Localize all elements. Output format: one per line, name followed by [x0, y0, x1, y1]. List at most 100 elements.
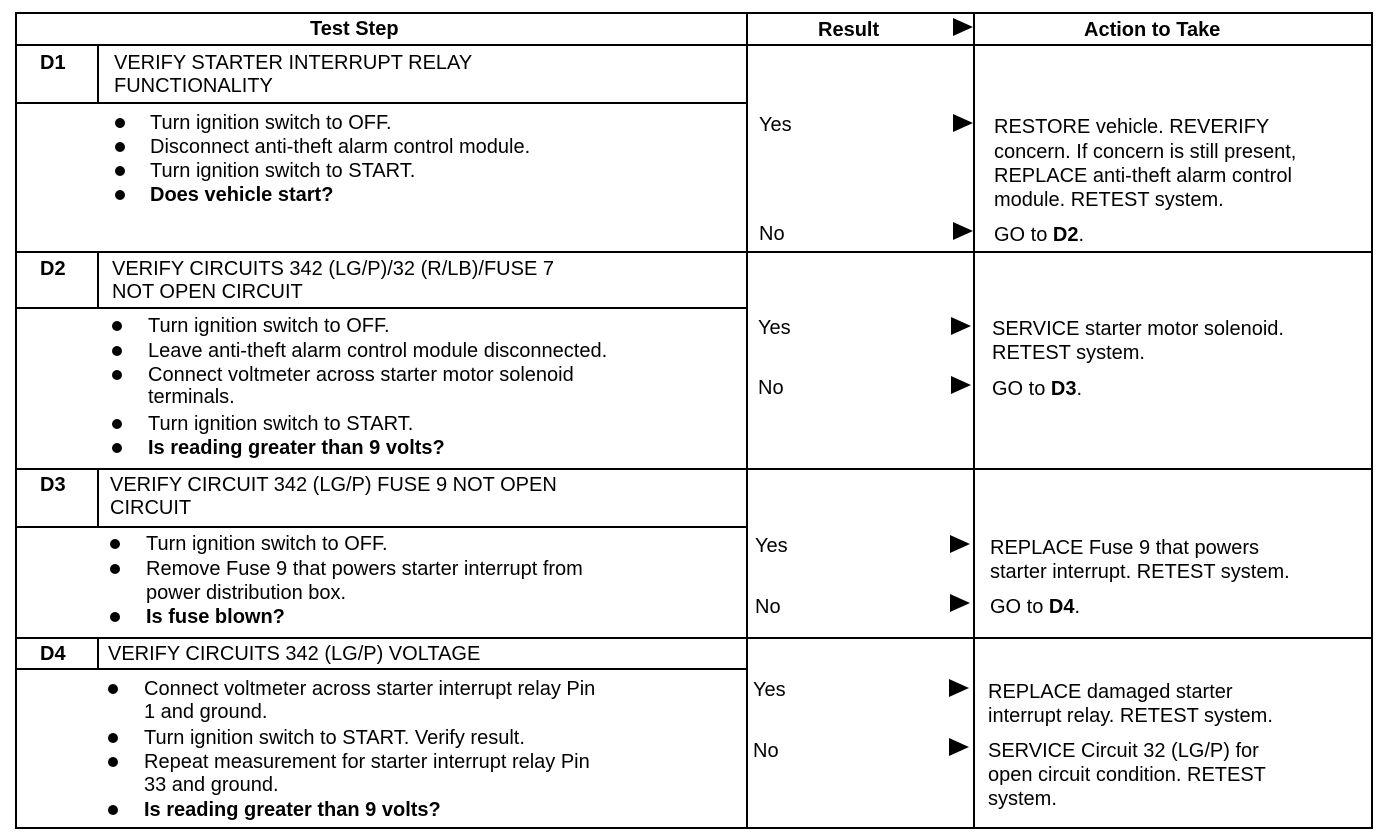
- header-action: Action to Take: [1084, 19, 1221, 41]
- bullet-icon: [108, 684, 118, 694]
- no-action-prefix: GO to: [990, 596, 1049, 618]
- bullet-icon: [112, 419, 122, 429]
- bullet-icon: [110, 564, 120, 574]
- header-divider: [15, 44, 1373, 46]
- yes-action-line: RESTORE vehicle. REVERIFY: [994, 116, 1270, 138]
- bullet-text: terminals.: [148, 386, 235, 408]
- bullet-text: Turn ignition switch to OFF.: [150, 112, 392, 134]
- bullet-text: Disconnect anti-theft alarm control modu…: [150, 136, 531, 158]
- bullet-icon: [112, 321, 122, 331]
- bullet-question: Is fuse blown?: [146, 606, 285, 628]
- goto-step-link: D4: [1048, 596, 1075, 618]
- step-divider-d4: [15, 637, 1373, 639]
- bullet-icon: [110, 612, 120, 622]
- step-id: D2: [40, 258, 66, 280]
- bullet-text: Turn ignition switch to START. Verify re…: [144, 727, 525, 749]
- yes-action-line: REPLACE Fuse 9 that powers: [990, 537, 1260, 559]
- bullet-icon: [110, 539, 120, 549]
- border-top: [15, 12, 1373, 14]
- result-no: No: [753, 740, 779, 762]
- title-divider-d4: [15, 668, 748, 670]
- bullet-icon: [115, 166, 125, 176]
- yes-action-line: starter interrupt. RETEST system.: [990, 561, 1290, 583]
- header-arrow-icon: [953, 18, 973, 36]
- no-action: GO to D4.: [990, 596, 1080, 619]
- bullet-icon: [112, 443, 122, 453]
- yes-arrow-icon: [951, 317, 971, 335]
- step-title-line: VERIFY CIRCUITS 342 (LG/P)/32 (R/LB)/FUS…: [112, 258, 554, 280]
- result-yes: Yes: [758, 317, 791, 339]
- step-title-line: VERIFY STARTER INTERRUPT RELAY: [114, 52, 473, 74]
- bullet-question: Does vehicle start?: [150, 184, 334, 206]
- step-divider-d2: [15, 251, 1373, 253]
- no-arrow-icon: [950, 594, 970, 612]
- bullet-text: power distribution box.: [146, 582, 347, 604]
- yes-arrow-icon: [950, 535, 970, 553]
- bullet-text: 33 and ground.: [144, 774, 279, 796]
- result-no: No: [758, 377, 784, 399]
- step-id: D1: [40, 52, 66, 74]
- result-yes: Yes: [753, 679, 786, 701]
- no-action-suffix: .: [1078, 224, 1085, 246]
- bullet-text: Turn ignition switch to START.: [150, 160, 416, 182]
- no-action-line: open circuit condition. RETEST: [988, 764, 1266, 786]
- no-action-suffix: .: [1074, 596, 1081, 618]
- bullet-icon: [115, 118, 125, 128]
- bullet-icon: [112, 370, 122, 380]
- no-action: GO to D3.: [992, 378, 1082, 401]
- yes-action-line: REPLACE damaged starter: [988, 681, 1233, 703]
- no-arrow-icon: [951, 376, 971, 394]
- bullet-text: Turn ignition switch to OFF.: [146, 533, 388, 555]
- yes-action-line: RETEST system.: [992, 342, 1145, 364]
- bullet-text: Repeat measurement for starter interrupt…: [144, 751, 590, 773]
- step-title-line: VERIFY CIRCUIT 342 (LG/P) FUSE 9 NOT OPE…: [110, 474, 557, 496]
- yes-arrow-icon: [953, 114, 973, 132]
- bullet-text: Connect voltmeter across starter motor s…: [148, 364, 574, 386]
- title-divider-d2: [15, 307, 748, 309]
- step-title-line: NOT OPEN CIRCUIT: [112, 281, 303, 303]
- step-title-line: VERIFY CIRCUITS 342 (LG/P) VOLTAGE: [108, 643, 481, 665]
- border-right: [1371, 12, 1373, 829]
- bullet-text: Connect voltmeter across starter interru…: [144, 678, 596, 700]
- yes-action-line: module. RETEST system.: [994, 189, 1224, 211]
- step-title-line: CIRCUIT: [110, 497, 192, 519]
- bullet-icon: [108, 757, 118, 767]
- border-bottom: [15, 827, 1373, 829]
- result-yes: Yes: [755, 535, 788, 557]
- no-action-line: SERVICE Circuit 32 (LG/P) for: [988, 740, 1259, 762]
- step-id: D3: [40, 474, 66, 496]
- result-no: No: [755, 596, 781, 618]
- bullet-icon: [115, 142, 125, 152]
- yes-arrow-icon: [949, 679, 969, 697]
- bullet-question: Is reading greater than 9 volts?: [144, 799, 441, 821]
- yes-action-line: concern. If concern is still present,: [994, 141, 1297, 163]
- no-action-prefix: GO to: [992, 378, 1051, 400]
- header-result: Result: [818, 19, 880, 41]
- no-action: GO to D2.: [994, 224, 1084, 247]
- id-divider-d2: [97, 251, 99, 309]
- yes-action-line: REPLACE anti-theft alarm control: [994, 165, 1292, 187]
- id-divider-d4: [97, 637, 99, 670]
- no-arrow-icon: [949, 738, 969, 756]
- result-yes: Yes: [759, 114, 792, 136]
- bullet-icon: [108, 805, 118, 815]
- no-action-suffix: .: [1076, 378, 1083, 400]
- bullet-icon: [108, 733, 118, 743]
- goto-step-link: D2: [1052, 224, 1079, 246]
- title-divider-d3: [15, 526, 748, 528]
- step-title-line: FUNCTIONALITY: [114, 75, 273, 97]
- yes-action-line: interrupt relay. RETEST system.: [988, 705, 1273, 727]
- bullet-icon: [112, 346, 122, 356]
- id-divider-d1: [97, 44, 99, 104]
- bullet-text: Remove Fuse 9 that powers starter interr…: [146, 558, 583, 580]
- no-action-prefix: GO to: [994, 224, 1053, 246]
- goto-step-link: D3: [1050, 378, 1077, 400]
- bullet-text: 1 and ground.: [144, 701, 268, 723]
- id-divider-d3: [97, 468, 99, 528]
- no-arrow-icon: [953, 222, 973, 240]
- col-divider-1: [746, 12, 748, 829]
- bullet-question: Is reading greater than 9 volts?: [148, 437, 445, 459]
- header-test-step: Test Step: [310, 18, 399, 40]
- step-id: D4: [40, 643, 66, 665]
- yes-action-line: SERVICE starter motor solenoid.: [992, 318, 1284, 340]
